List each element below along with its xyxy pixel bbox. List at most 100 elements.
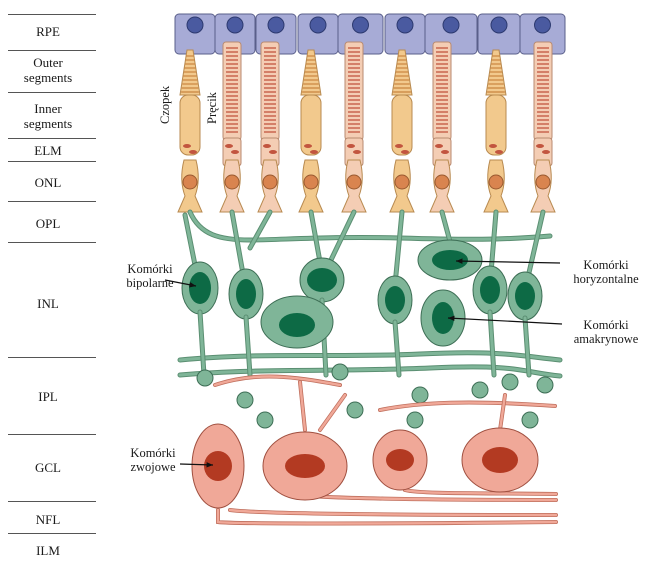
layer-label-onl: ONL bbox=[0, 175, 96, 190]
mitochondrion bbox=[401, 150, 409, 154]
synapse-node bbox=[537, 377, 553, 393]
synapse-node bbox=[407, 412, 423, 428]
cone-photoreceptor bbox=[484, 50, 508, 212]
layer-divider bbox=[8, 201, 96, 202]
ganglion-nucleus bbox=[386, 449, 414, 471]
mitochondrion bbox=[189, 150, 197, 154]
amacrine-nucleus bbox=[279, 313, 315, 337]
photoreceptor-nucleus bbox=[263, 175, 277, 189]
callout-amacrine-cells: Komórki amakrynowe bbox=[560, 318, 652, 346]
mitochondrion bbox=[183, 144, 191, 148]
layer-divider bbox=[8, 92, 96, 93]
bipolar-axon bbox=[200, 312, 204, 375]
photoreceptor-nucleus bbox=[536, 175, 550, 189]
layer-divider bbox=[8, 50, 96, 51]
rpe-nucleus bbox=[353, 17, 369, 33]
layer-label-nfl: NFL bbox=[0, 512, 96, 527]
label-cone: Czopek bbox=[158, 86, 173, 124]
rod-outer-segment bbox=[534, 42, 552, 140]
rod-outer-segment bbox=[223, 42, 241, 140]
mitochondrion bbox=[395, 144, 403, 148]
mitochondrion bbox=[310, 150, 318, 154]
layer-divider bbox=[8, 242, 96, 243]
layer-label-gcl: GCL bbox=[0, 460, 96, 475]
bipolar-axon bbox=[525, 318, 529, 375]
rod-photoreceptor bbox=[258, 42, 282, 212]
mitochondrion bbox=[304, 144, 312, 148]
rod-photoreceptor bbox=[531, 42, 555, 212]
rpe-nucleus bbox=[491, 17, 507, 33]
label-rod: Pręcik bbox=[205, 92, 220, 124]
rpe-nucleus bbox=[397, 17, 413, 33]
photoreceptor-nucleus bbox=[225, 175, 239, 189]
mitochondrion bbox=[353, 150, 361, 154]
bipolar-nucleus bbox=[189, 272, 211, 304]
rod-outer-segment bbox=[345, 42, 363, 140]
layer-divider bbox=[8, 138, 96, 139]
photoreceptor-nucleus bbox=[489, 175, 503, 189]
layer-divider bbox=[8, 161, 96, 162]
cone-photoreceptor bbox=[390, 50, 414, 212]
photoreceptor-nucleus bbox=[347, 175, 361, 189]
mitochondrion bbox=[489, 144, 497, 148]
layer-divider bbox=[8, 501, 96, 502]
layer-label-inner-segments: Inner segments bbox=[0, 101, 96, 131]
callout-ganglion-cells: Komórki zwojowe bbox=[118, 446, 188, 474]
layer-label-ilm: ILM bbox=[0, 543, 96, 558]
synapse-node bbox=[237, 392, 253, 408]
layer-divider bbox=[8, 533, 96, 534]
synapse-node bbox=[412, 387, 428, 403]
mitochondrion bbox=[536, 144, 544, 148]
rod-outer-segment bbox=[261, 42, 279, 140]
bipolar-nucleus bbox=[480, 276, 500, 304]
bipolar-axon bbox=[246, 317, 250, 375]
synapse-node bbox=[347, 402, 363, 418]
synapse-node bbox=[522, 412, 538, 428]
ganglion-nucleus bbox=[482, 447, 518, 473]
mitochondrion bbox=[542, 150, 550, 154]
photoreceptor-nucleus bbox=[304, 175, 318, 189]
photoreceptor-nucleus bbox=[435, 175, 449, 189]
bipolar-nucleus bbox=[307, 268, 337, 292]
synapse-node bbox=[257, 412, 273, 428]
ganglion-nucleus bbox=[285, 454, 325, 478]
synapse-node bbox=[472, 382, 488, 398]
rpe-nucleus bbox=[227, 17, 243, 33]
layer-label-inl: INL bbox=[0, 296, 96, 311]
callout-horizontal-cells: Komórki horyzontalne bbox=[560, 258, 652, 286]
layer-label-opl: OPL bbox=[0, 216, 96, 231]
mitochondrion bbox=[269, 150, 277, 154]
callout-bipolar-cells: Komórki bipolarne bbox=[110, 262, 190, 290]
layer-divider bbox=[8, 434, 96, 435]
mitochondrion bbox=[225, 144, 233, 148]
photoreceptor-nucleus bbox=[183, 175, 197, 189]
cone-photoreceptor bbox=[178, 50, 202, 212]
rpe-nucleus bbox=[187, 17, 203, 33]
photoreceptor-nucleus bbox=[395, 175, 409, 189]
bipolar-nucleus bbox=[236, 279, 256, 309]
layer-label-ipl: IPL bbox=[0, 389, 96, 404]
cone-photoreceptor bbox=[299, 50, 323, 212]
mitochondrion bbox=[495, 150, 503, 154]
rpe-nucleus bbox=[310, 17, 326, 33]
mitochondrion bbox=[441, 150, 449, 154]
rod-photoreceptor bbox=[220, 42, 244, 212]
rpe-nucleus bbox=[268, 17, 284, 33]
mitochondrion bbox=[231, 150, 239, 154]
mitochondrion bbox=[347, 144, 355, 148]
rod-photoreceptor bbox=[342, 42, 366, 212]
rpe-nucleus bbox=[443, 17, 459, 33]
synapse-node bbox=[332, 364, 348, 380]
layer-divider bbox=[8, 357, 96, 358]
synapse-node bbox=[502, 374, 518, 390]
rod-outer-segment bbox=[433, 42, 451, 140]
mitochondrion bbox=[435, 144, 443, 148]
bipolar-nucleus bbox=[515, 282, 535, 310]
bipolar-nucleus bbox=[385, 286, 405, 314]
rpe-nucleus bbox=[535, 17, 551, 33]
rod-photoreceptor bbox=[430, 42, 454, 212]
layer-label-rpe: RPE bbox=[0, 24, 96, 39]
layer-label-elm: ELM bbox=[0, 143, 96, 158]
layer-label-outer-segments: Outer segments bbox=[0, 55, 96, 85]
